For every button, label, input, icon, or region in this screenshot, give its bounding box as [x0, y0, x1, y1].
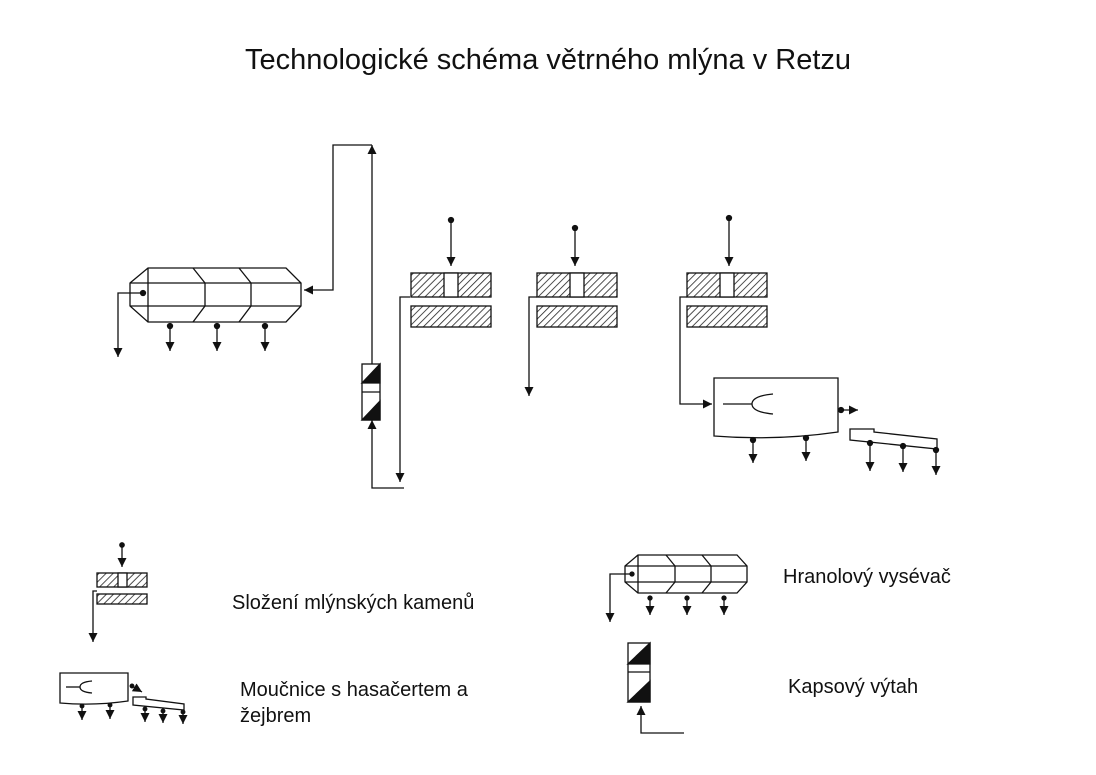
main-bucket-elevator: [304, 144, 410, 489]
legend-symbol-elevator: [626, 641, 684, 734]
legend-symbol-millstones: [88, 542, 148, 642]
flour-dresser: [713, 377, 941, 475]
legend-label-millstones: Složení mlýnských kamenů: [232, 592, 475, 614]
main-hex-sifter: [113, 267, 302, 357]
legend-label-sifter: Hranolový vysévač: [783, 566, 951, 588]
legend-symbol-flour-dresser: [59, 672, 188, 724]
millstone-set-1: [410, 216, 492, 328]
legend-label-flour-dresser-1: Moučnice s hasačertem a: [240, 679, 468, 701]
diagram-title: Technologické schéma větrného mlýna v Re…: [244, 44, 852, 76]
millstone-set-3: [679, 214, 768, 409]
legend-label-elevator: Kapsový výtah: [788, 676, 919, 698]
legend-symbol-sifter: [605, 554, 748, 622]
legend-label-flour-dresser-2: žejbrem: [240, 705, 312, 727]
millstone-set-2: [524, 224, 618, 396]
